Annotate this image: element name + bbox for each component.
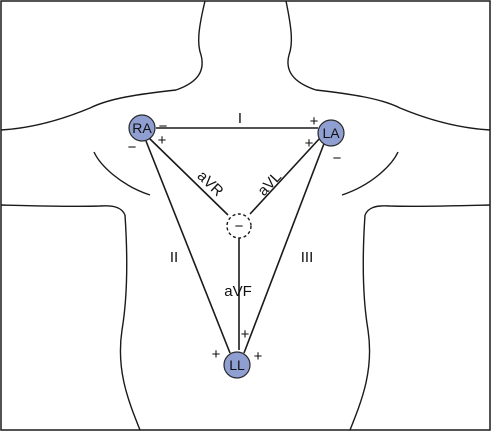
lead-ii-label: II <box>170 249 178 266</box>
central-terminal <box>226 213 252 239</box>
lead-avr-label: aVR <box>194 168 227 201</box>
electrode-ll-label: LL <box>229 357 245 373</box>
chest-contour-right <box>341 151 399 196</box>
lead-avl-label: aVL <box>254 168 285 199</box>
lead-i-label: I <box>238 110 242 127</box>
la-plus-left: + <box>305 135 314 152</box>
arm-right-lower <box>364 204 491 216</box>
central-terminal-sign: − <box>235 218 244 235</box>
electrode-la-label: LA <box>322 125 340 141</box>
electrode-ra: RA <box>128 114 156 142</box>
ll-plus-left: + <box>212 346 221 363</box>
shoulder-left <box>0 89 177 131</box>
lead-avl-line <box>249 137 321 215</box>
shoulder-right <box>315 89 491 131</box>
lead-ii-line <box>145 140 231 354</box>
electrode-ra-label: RA <box>132 120 152 136</box>
ra-minus-right: − <box>159 118 168 135</box>
chest-contour-left <box>93 151 151 196</box>
ll-plus-right: + <box>254 348 263 365</box>
electrode-la: LA <box>317 119 345 147</box>
torso-side-left <box>119 214 141 431</box>
la-plus-above: + <box>310 113 319 130</box>
electrode-ra-circle <box>128 114 156 142</box>
lead-iii-label: III <box>301 249 314 266</box>
electrode-ll-circle <box>223 351 251 379</box>
lead-avf-label: aVF <box>224 283 252 300</box>
neck-right <box>285 0 317 91</box>
arm-left-lower <box>0 204 126 216</box>
electrode-la-circle <box>317 119 345 147</box>
lead-avr-line <box>148 137 229 216</box>
ra-plus: + <box>158 132 167 149</box>
lead-lines <box>145 127 326 354</box>
electrode-ll: LL <box>223 351 251 379</box>
lead-iii-line <box>243 140 326 354</box>
ra-minus-below: − <box>128 139 137 156</box>
la-minus-right: − <box>333 150 342 167</box>
torso-side-right <box>349 214 371 431</box>
ll-plus-above: + <box>241 326 250 343</box>
neck-left <box>175 0 206 91</box>
